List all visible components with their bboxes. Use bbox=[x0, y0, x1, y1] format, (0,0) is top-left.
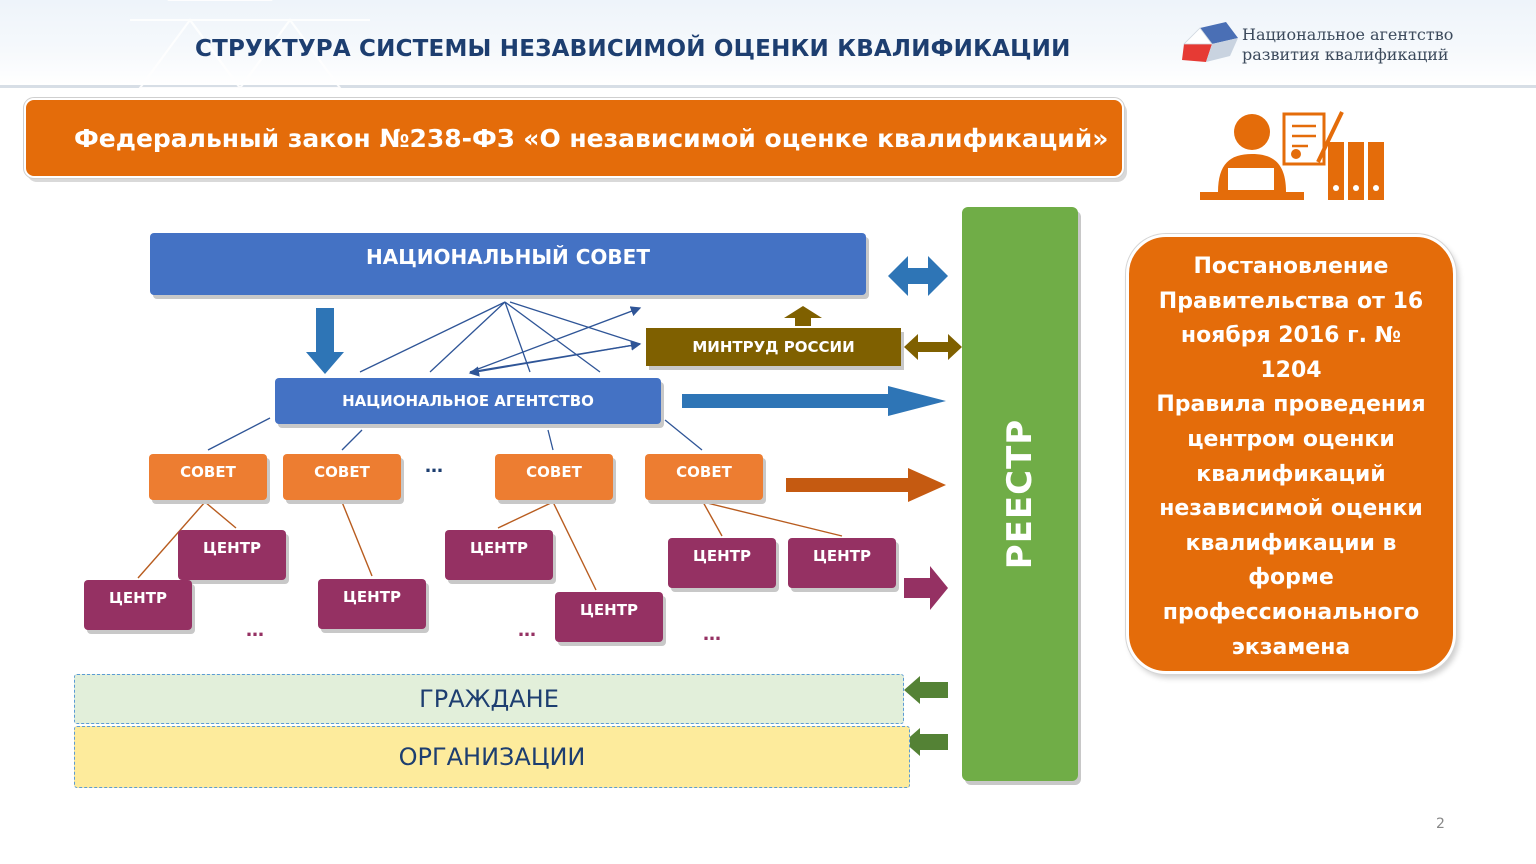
citizens-box: ГРАЖДАНЕ bbox=[74, 674, 904, 724]
federal-law-banner: Федеральный закон №238-ФЗ «О независимой… bbox=[23, 97, 1125, 179]
decree-line: ноября 2016 г. № bbox=[1180, 323, 1402, 349]
arrow-mintrud-registry bbox=[904, 334, 962, 360]
organization-name: Национальное агентство развития квалифик… bbox=[1242, 25, 1532, 65]
arrow-council-registry bbox=[888, 256, 948, 296]
decree-line: центром оценки bbox=[1187, 426, 1395, 452]
centers-ellipsis-3: … bbox=[703, 624, 721, 645]
decree-line: квалификации в bbox=[1185, 530, 1397, 556]
decree-line: форме bbox=[1248, 565, 1334, 591]
triangle-pattern-decoration bbox=[130, 0, 370, 88]
national-agency-box: НАЦИОНАЛЬНОЕ АГЕНТСТВО bbox=[275, 378, 661, 424]
arrow-registry-citizens bbox=[904, 676, 948, 704]
arrow-agency-registry bbox=[682, 386, 946, 416]
center-box-1: ЦЕНТР bbox=[178, 530, 286, 580]
decree-line: экзамена bbox=[1231, 634, 1351, 660]
center-box-5: ЦЕНТР bbox=[555, 592, 663, 642]
page-number: 2 bbox=[1436, 816, 1445, 832]
national-council-box: НАЦИОНАЛЬНЫЙ СОВЕТ bbox=[150, 233, 866, 295]
decree-line: независимой оценки bbox=[1159, 496, 1423, 522]
center-box-7: ЦЕНТР bbox=[788, 538, 896, 588]
worker-at-desk-icon bbox=[1200, 111, 1384, 200]
decree-line: Правила проведения bbox=[1156, 392, 1426, 418]
center-box-2: ЦЕНТР bbox=[84, 580, 192, 630]
decree-line: Постановление bbox=[1193, 254, 1389, 279]
council-box-4: СОВЕТ bbox=[645, 454, 763, 500]
org-name-line-1: Национальное агентство bbox=[1242, 25, 1454, 44]
organizations-box: ОРГАНИЗАЦИИ bbox=[74, 726, 910, 788]
center-box-6: ЦЕНТР bbox=[668, 538, 776, 588]
decree-line: профессионального bbox=[1162, 599, 1420, 625]
centers-ellipsis-2: … bbox=[518, 620, 536, 641]
slide-header: СТРУКТУРА СИСТЕМЫ НЕЗАВИСИМОЙ ОЦЕНКИ КВА… bbox=[0, 0, 1536, 88]
decree-line: 1204 bbox=[1260, 357, 1322, 383]
decree-line: квалификаций bbox=[1196, 461, 1386, 487]
center-box-3: ЦЕНТР bbox=[318, 579, 426, 629]
slide-title: СТРУКТУРА СИСТЕМЫ НЕЗАВИСИМОЙ ОЦЕНКИ КВА… bbox=[195, 36, 1071, 62]
councils-ellipsis: … bbox=[425, 456, 443, 477]
government-decree-box: Постановление Правительства от 16 ноября… bbox=[1126, 234, 1456, 674]
arrow-centers-registry bbox=[904, 566, 948, 610]
center-box-4: ЦЕНТР bbox=[445, 530, 553, 580]
registry-label: РЕЕСТР bbox=[1000, 418, 1040, 570]
council-box-1: СОВЕТ bbox=[149, 454, 267, 500]
agency-logo-icon bbox=[1182, 22, 1238, 62]
arrow-councils-registry bbox=[786, 468, 946, 502]
registry-box: РЕЕСТР bbox=[962, 207, 1078, 781]
council-box-2: СОВЕТ bbox=[283, 454, 401, 500]
mintrud-box: МИНТРУД РОССИИ bbox=[646, 328, 901, 366]
council-box-3: СОВЕТ bbox=[495, 454, 613, 500]
arrow-registry-orgs bbox=[904, 728, 948, 756]
decree-line: Правительства от 16 bbox=[1158, 288, 1424, 314]
org-name-line-2: развития квалификаций bbox=[1242, 45, 1449, 64]
arrow-down-council-to-agency bbox=[306, 308, 344, 374]
arrow-up-mintrud bbox=[784, 306, 822, 326]
centers-ellipsis-1: … bbox=[246, 620, 264, 641]
